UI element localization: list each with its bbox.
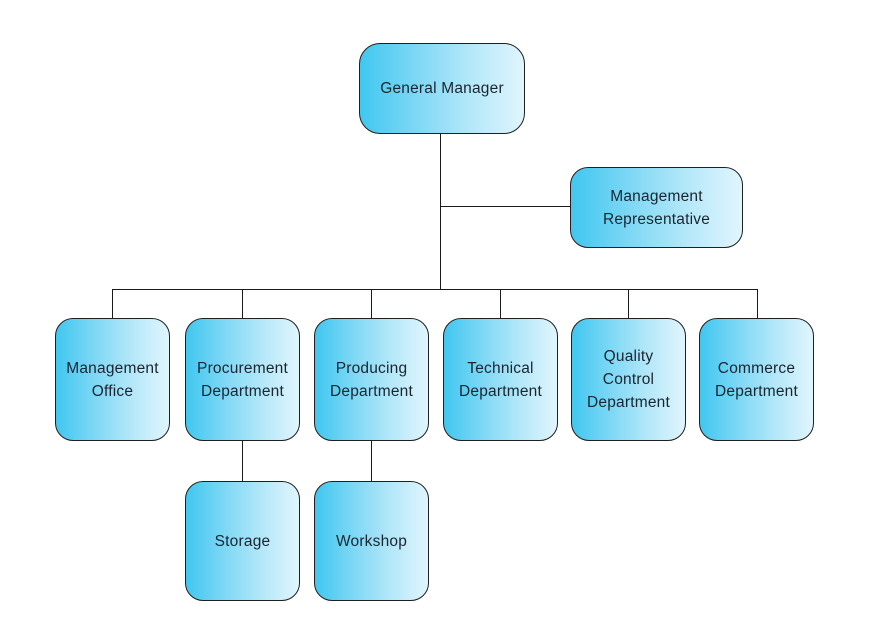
org-node-general-manager: General Manager: [359, 43, 525, 134]
connector-department-bus: [112, 289, 758, 290]
org-node-label-procurement-department: Procurement Department: [197, 359, 288, 400]
connector-producing-to-workshop: [371, 441, 372, 481]
org-node-producing-department: Producing Department: [314, 318, 429, 441]
connector-stub-producing: [371, 289, 372, 318]
org-node-label-workshop: Workshop: [335, 532, 408, 550]
org-node-label-management-representative: Management Representative: [602, 187, 711, 228]
org-node-label-management-office: Management Office: [66, 359, 159, 400]
connector-stub-technical: [500, 289, 501, 318]
connector-stub-commerce: [757, 289, 758, 318]
connector-stub-quality-control: [628, 289, 629, 318]
org-node-label-technical-department: Technical Department: [459, 359, 542, 400]
org-node-label-storage: Storage: [214, 532, 271, 550]
org-node-workshop: Workshop: [314, 481, 429, 601]
org-node-commerce-department: Commerce Department: [699, 318, 814, 441]
org-node-label-producing-department: Producing Department: [330, 359, 413, 400]
org-node-label-commerce-department: Commerce Department: [715, 359, 798, 400]
org-node-quality-control-department: Quality Control Department: [571, 318, 686, 441]
connector-stub-management-office: [112, 289, 113, 318]
connector-gm-to-representative: [440, 206, 571, 207]
org-node-management-representative: Management Representative: [570, 167, 743, 248]
org-node-label-quality-control-department: Quality Control Department: [587, 348, 670, 411]
connector-stub-procurement: [242, 289, 243, 318]
connector-procurement-to-storage: [242, 441, 243, 481]
connector-gm-trunk: [440, 133, 441, 289]
org-node-technical-department: Technical Department: [443, 318, 558, 441]
org-node-procurement-department: Procurement Department: [185, 318, 300, 441]
org-node-management-office: Management Office: [55, 318, 170, 441]
org-node-label-general-manager: General Manager: [380, 80, 504, 97]
org-node-storage: Storage: [185, 481, 300, 601]
